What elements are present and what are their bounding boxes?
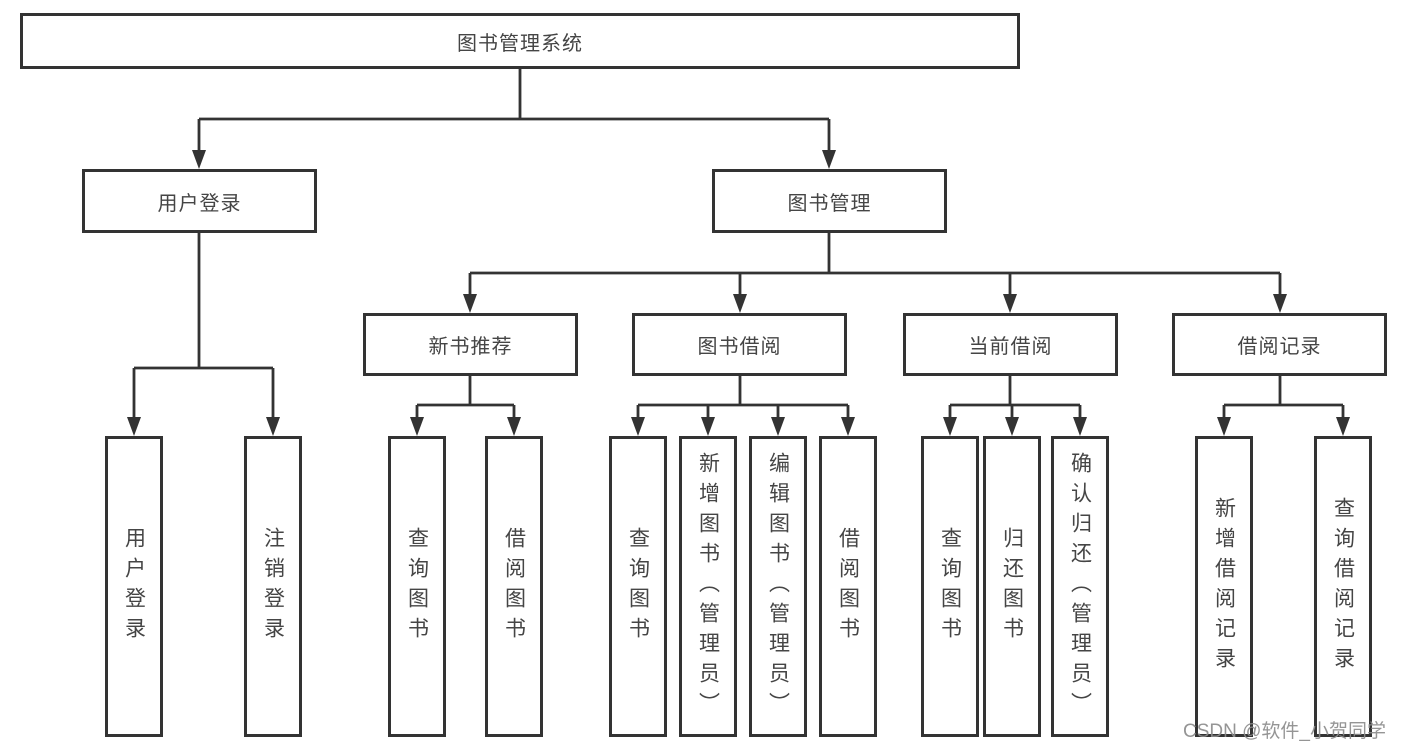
node-label: 新书推荐: [428, 336, 513, 358]
node-label: 借阅图书: [836, 526, 860, 647]
node-label: 当前借阅: [968, 336, 1053, 358]
node-current-borrow: 当前借阅: [903, 313, 1118, 376]
leaf-newbook-query: 查询图书: [388, 436, 446, 737]
leaf-borrow-borrow: 借阅图书: [819, 436, 877, 737]
leaf-record-query: 查询借阅记录: [1314, 436, 1372, 737]
node-label: 用户登录: [157, 192, 242, 215]
node-label: 确认归还（管理员）: [1068, 451, 1092, 722]
leaf-user-login: 用户登录: [105, 436, 163, 737]
node-label: 归还图书: [1000, 526, 1024, 647]
node-label: 新增借阅记录: [1212, 496, 1236, 677]
node-label: 图书管理: [787, 192, 872, 215]
node-label: 用户登录: [122, 526, 146, 647]
leaf-record-add: 新增借阅记录: [1195, 436, 1253, 737]
leaf-borrow-edit-admin: 编辑图书（管理员）: [749, 436, 807, 737]
csdn-watermark: CSDN @软件_小贺同学: [1183, 721, 1386, 742]
node-book-management: 图书管理: [712, 169, 947, 233]
node-user-login: 用户登录: [82, 169, 317, 233]
leaf-current-query: 查询图书: [921, 436, 979, 737]
node-label: 图书管理系统: [457, 32, 583, 55]
leaf-current-confirm-admin: 确认归还（管理员）: [1051, 436, 1109, 737]
node-label: 新增图书（管理员）: [696, 451, 720, 722]
node-borrow-records: 借阅记录: [1172, 313, 1387, 376]
node-label: 查询借阅记录: [1331, 496, 1355, 677]
node-label: 图书借阅: [697, 336, 782, 358]
leaf-borrow-query: 查询图书: [609, 436, 667, 737]
node-label: 查询图书: [938, 526, 962, 647]
node-root-system: 图书管理系统: [20, 13, 1020, 69]
leaf-logout: 注销登录: [244, 436, 302, 737]
node-label: 注销登录: [261, 526, 285, 647]
node-label: 借阅图书: [502, 526, 526, 647]
leaf-borrow-add-admin: 新增图书（管理员）: [679, 436, 737, 737]
node-label: 查询图书: [405, 526, 429, 647]
node-label: 查询图书: [626, 526, 650, 647]
node-book-borrow: 图书借阅: [632, 313, 847, 376]
node-new-book-recommend: 新书推荐: [363, 313, 578, 376]
node-label: 借阅记录: [1237, 336, 1322, 358]
leaf-newbook-borrow: 借阅图书: [485, 436, 543, 737]
leaf-current-return: 归还图书: [983, 436, 1041, 737]
node-label: 编辑图书（管理员）: [766, 451, 790, 722]
